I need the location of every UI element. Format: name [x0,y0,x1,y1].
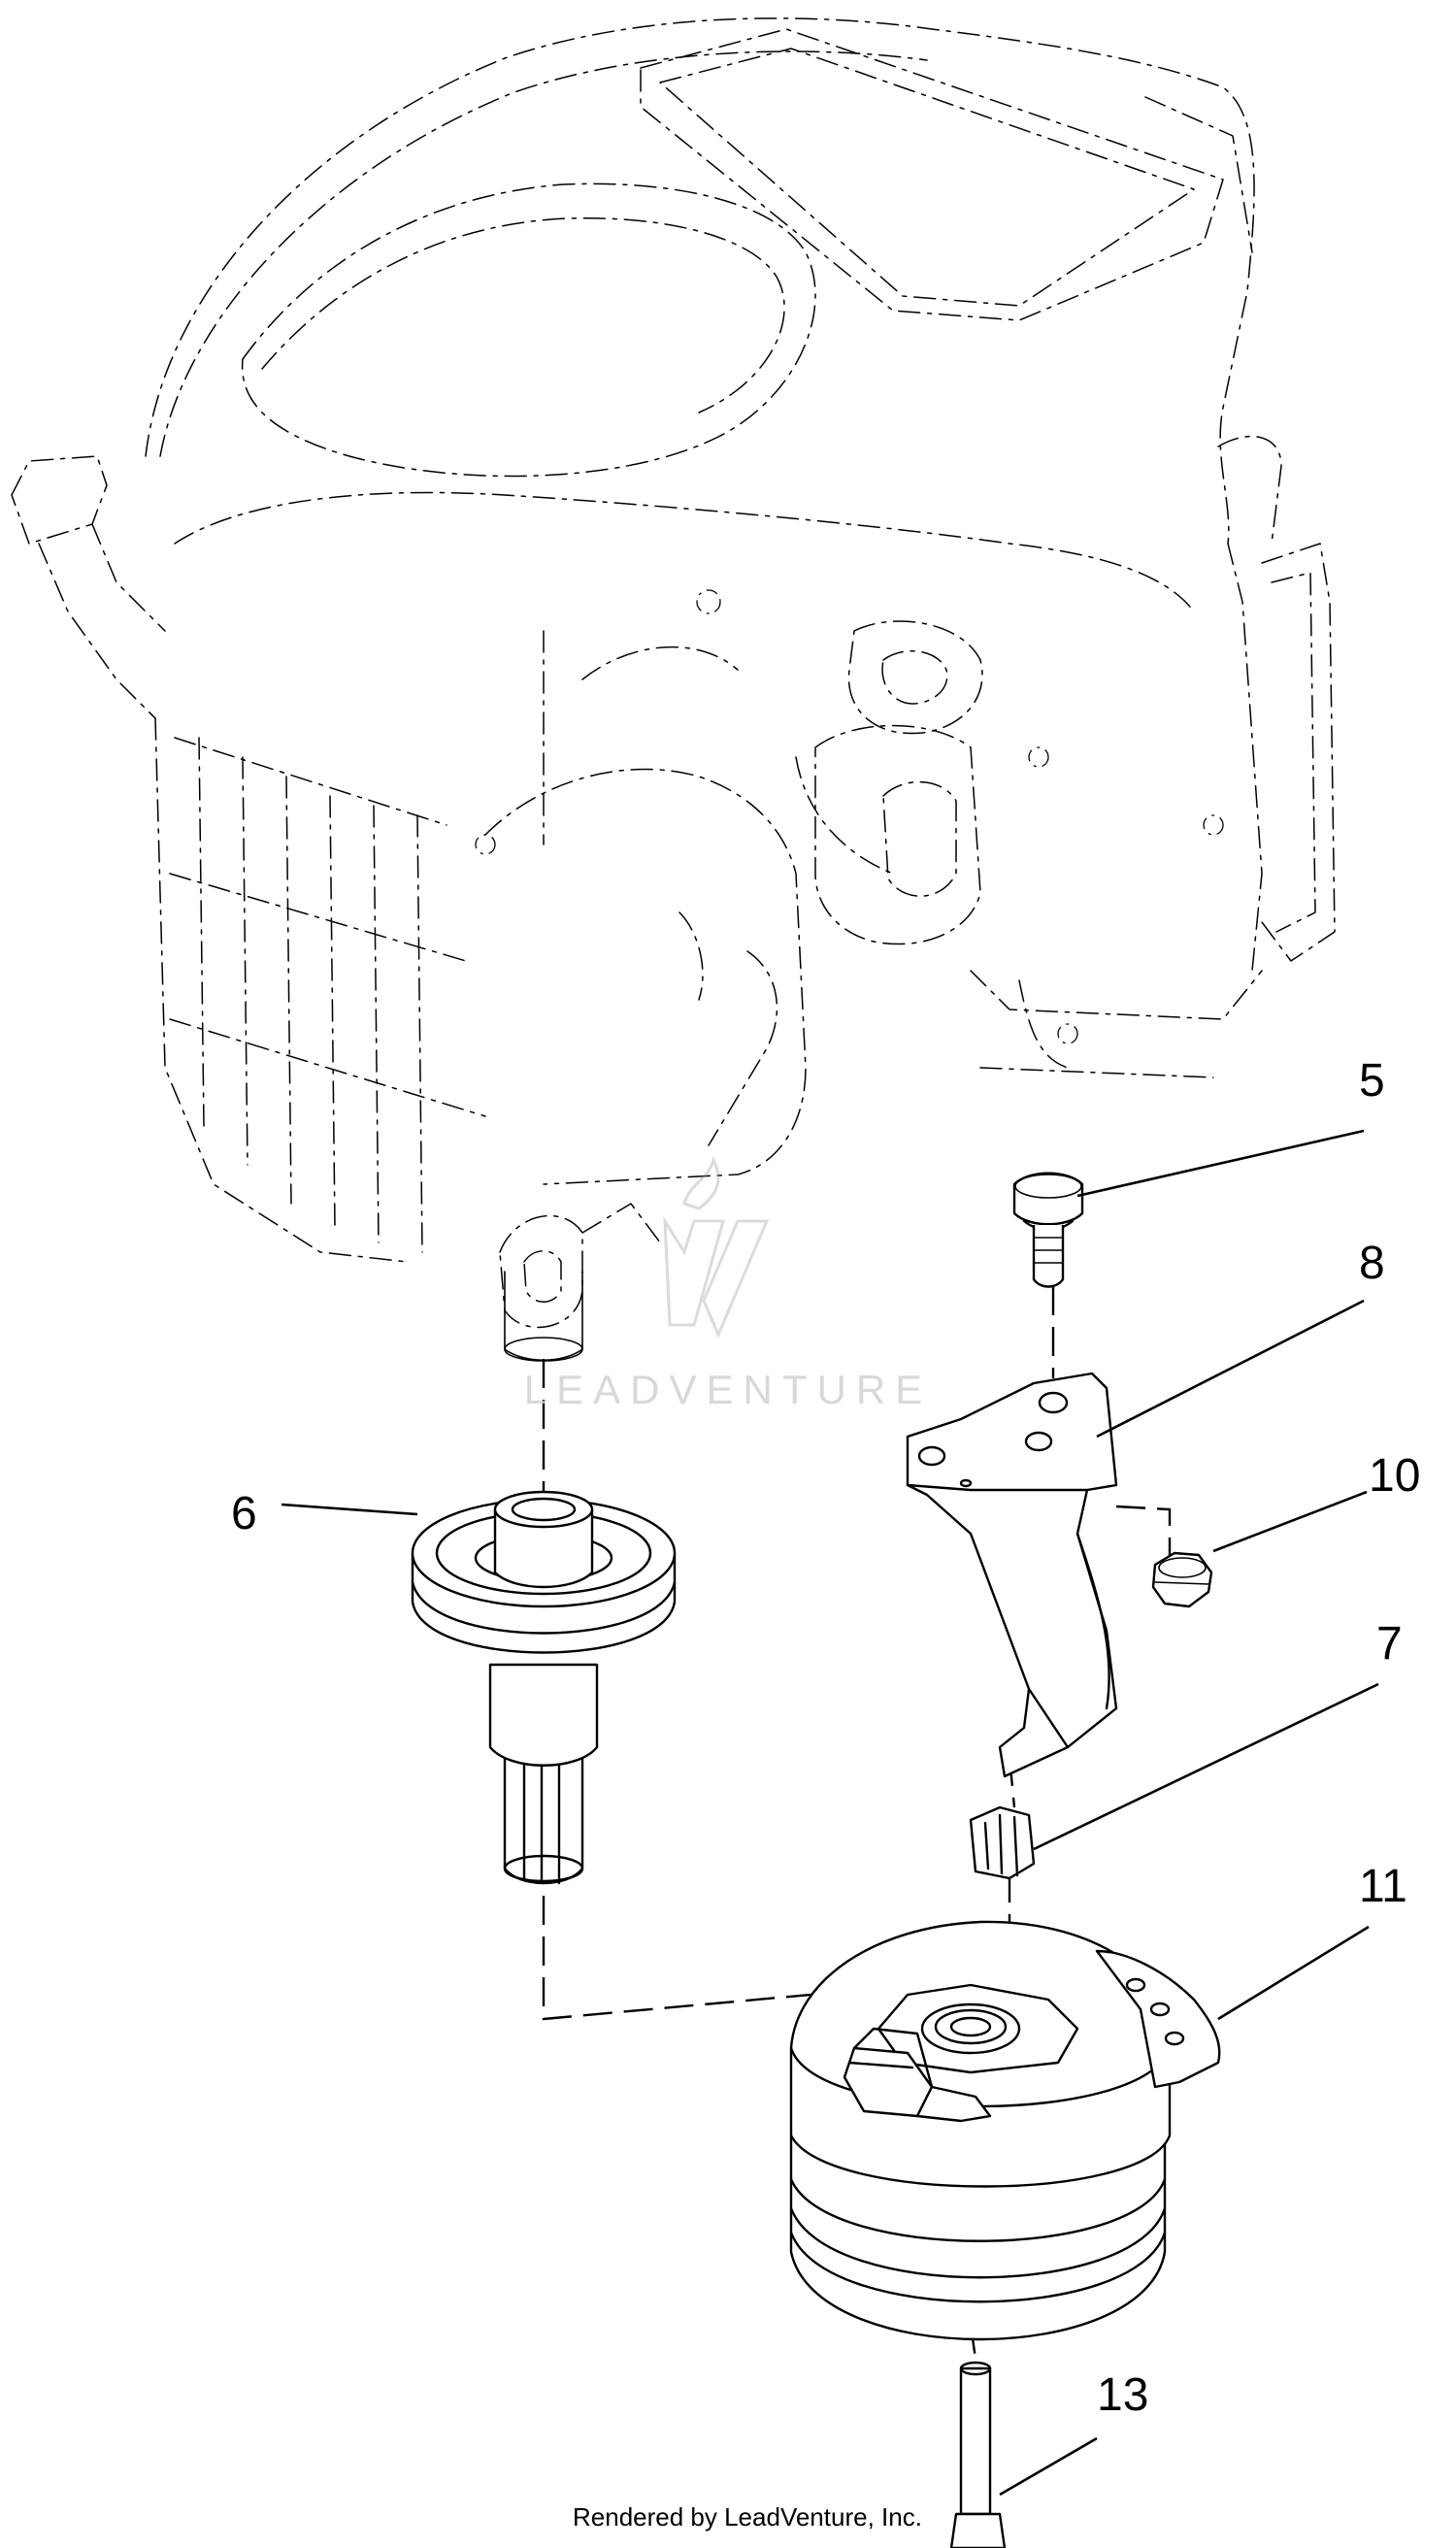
engine-outline [11,17,1336,1329]
part-13-bolt [949,2361,1007,2548]
callout-8: 8 [1359,1238,1385,1289]
leader-5 [1076,1129,1365,1198]
part-6-pulley [411,1490,677,1885]
leader-10 [1212,1490,1368,1553]
part-7-clip [969,1805,1036,1880]
footer-credit: Rendered by LeadVenture, Inc. [573,2502,922,2531]
callout-5: 5 [1359,1055,1385,1107]
callout-13: 13 [1097,2369,1149,2421]
callout-11: 11 [1359,1861,1407,1912]
leader-11 [1217,1925,1370,2021]
leader-7 [1033,1682,1379,1851]
leader-6 [281,1503,418,1516]
leader-lines [281,1129,1379,2497]
watermark-text: LEADVENTURE [523,1367,933,1412]
leader-8 [1096,1299,1365,1439]
part-11-clutch [789,1920,1221,2341]
part-5-bolt [1012,1172,1084,1288]
callout-10: 10 [1369,1450,1421,1502]
part-10-nut [1151,1551,1213,1608]
leader-13 [999,2436,1098,2497]
callout-6: 6 [231,1488,257,1539]
pto-shaft-end [504,1271,583,1362]
part-8-bracket [906,1372,1118,1778]
callout-7: 7 [1376,1618,1403,1670]
leadventure-watermark-emblem [663,1155,770,1339]
